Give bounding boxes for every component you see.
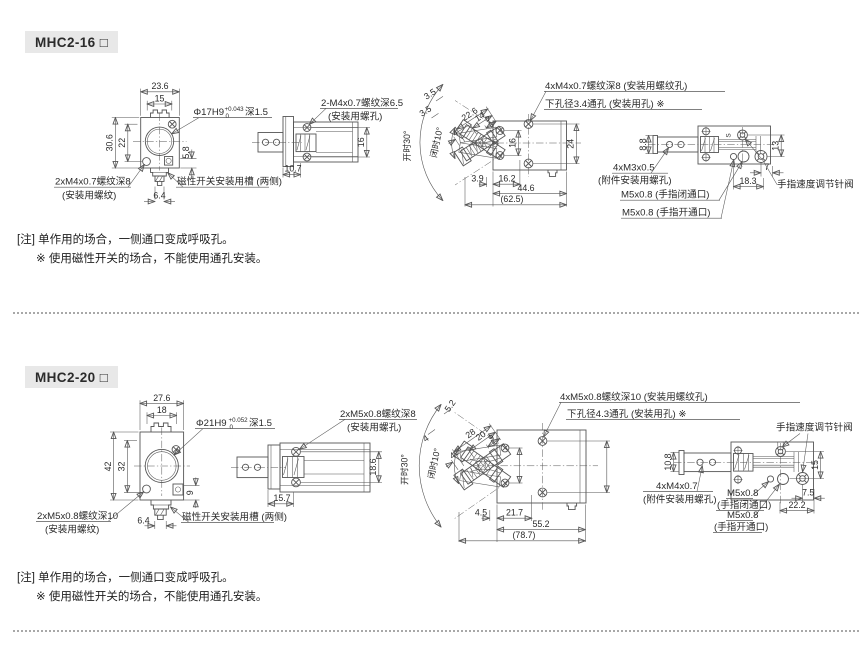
front-view-16: 23.6 15 30.6 22 5.8 6.4 Φ17H9 +0.043 0 深… [54,81,282,201]
bottom-view-16: S 8.8 13 7 18.3 4xM3x0.5 (附件安装用螺孔) M5x0.… [598,125,854,219]
plan-label1-20: 4xM5x0.8螺纹深10 (安装用螺纹孔) [560,391,708,403]
open-port-label-16: M5x0.8 (手指开通口) [622,207,711,219]
bore-tol-up-16: +0.043 [225,106,245,113]
attach-label-20: 4xM4x0.7 [656,481,698,492]
dim-finger-l3-16: 7 [484,114,494,125]
side-thread-label2-16: (安装用螺孔) [328,111,382,123]
s-mark-16: S [726,133,733,138]
bore-label-20: Φ21H9 [196,418,227,429]
close-port-label2-20: (手指闭通口) [717,499,771,511]
dim-front-slot-16: 6.4 [153,191,165,201]
switch-slot-label-20: 磁性开关安装用槽 (两侧) [182,511,287,523]
open-port-label-20: M5x0.8 [727,510,758,521]
dim-finger-w1-20: 5.2 [442,398,457,414]
dim-plan-b2-16: 16.2 [498,173,515,183]
dim-front-innerwidth-20: 18 [157,405,167,415]
separator-top [13,312,859,314]
attach-label2-20: (附件安装用螺孔) [643,494,717,506]
bore-tol-dn-16: 0 [226,113,230,120]
switch-slot-label-16: 磁性开关安装用槽 (两侧) [177,176,282,188]
front-thread-label-16: 2xM4x0.7螺纹深8 [55,176,131,188]
dim-finger-w2-16: 3.5 [418,103,434,118]
dim-plan-b2-20: 21.7 [506,507,523,517]
dim-front-slot-20: 6.4 [137,515,149,525]
dim-bottom-v-20: 15 [810,460,820,470]
plan-label2-20: 下孔径4.3通孔 (安装用孔) ※ [567,408,686,420]
dim-bottom-d1-20: 7.5 [802,487,814,497]
separator-bottom [13,630,859,632]
attach-label-16: 4xM3x0.5 [613,163,655,174]
dim-bottom-v-16: 13 [770,141,780,151]
needle-valve-label-20: 手指速度调节针阀 [776,422,853,434]
dim-plan-b1-20: 4.5 [475,507,487,517]
note2-20: ※ 使用磁性开关的场合，不能使用通孔安装。 [36,591,268,603]
bore-label-16: Φ17H9 [194,107,225,118]
side-thread-label-16: 2-M4x0.7螺纹深6.5 [321,97,403,109]
dim-plan-v2-16: 24 [566,139,576,149]
close-angle-label-20: 闭时10° [425,447,442,480]
note2-16: ※ 使用磁性开关的场合，不能使用通孔安装。 [36,253,268,265]
dim-plan-b4-20: (78.7) [513,530,536,540]
front-thread-label2-20: (安装用螺纹) [45,524,99,536]
dim-finger-l2-16: 14 [473,110,487,124]
dim-front-right-16: 5.8 [181,146,191,158]
dim-finger-w2-20: 4 [421,433,431,444]
dim-front-innerwidth-16: 15 [155,93,165,103]
side-thread-label2-20: (安装用螺孔) [347,422,401,434]
dim-side-bottom-16: 10.7 [284,164,301,174]
model-badge-mhc2-20: MHC2-20 □ [25,366,119,388]
plan-label1-16: 4xM4x0.7螺纹深8 (安装用螺纹孔) [545,80,687,92]
needle-valve-label-16: 手指速度调节针阀 [777,179,854,191]
dim-side-bottom-20: 15.7 [273,493,290,503]
dim-finger-w1-16: 3.5 [422,86,438,101]
dim-side-right-16: 16 [356,137,366,147]
side-thread-label-20: 2xM5x0.8螺纹深8 [340,408,416,420]
dim-side-right-20: 18.6 [368,458,378,475]
dim-finger-l4-20: 4 [447,450,457,461]
dim-finger-l3-20: 9 [486,432,496,443]
side-view-20: 18.6 15.7 2xM5x0.8螺纹深8 (安装用螺孔) [231,408,417,507]
open-angle-label-16: 开时30° [401,131,412,162]
dim-plan-v1-16: 16 [508,138,518,148]
dim-front-width-20: 27.6 [153,393,170,403]
dim-front-innerheight-20: 32 [117,462,127,472]
dim-front-right-20: 9 [185,490,195,495]
dim-bottom-d2-16: 18.3 [739,176,756,186]
plan-view-20: 28 20 9 4 5.2 4 开时30° 闭时10° 4.5 21.7 55.… [399,391,800,542]
front-view-20: 27.6 18 42 32 9 6.4 Φ21H9 +0.052 0 深1.5 … [36,393,287,536]
close-port-label-16: M5x0.8 (手指闭通口) [621,189,710,201]
close-port-label-20: M5x0.8 [727,488,758,499]
bottom-view-20: 10.8 15 7.5 22.2 手指速度调节针阀 4xM4x0.7 (附件安装… [643,422,853,533]
bore-depth-20: 深1.5 [249,418,272,429]
dim-front-height-20: 42 [103,462,113,472]
dim-plan-b3-20: 55.2 [532,519,549,529]
open-angle-label-20: 开时30° [399,454,410,485]
attach-label2-16: (附件安装用螺孔) [598,175,672,187]
dim-plan-b1-16: 3.9 [471,173,483,183]
dim-bottom-h-20: 10.8 [663,453,673,470]
plan-label2-16: 下孔径3.4通孔 (安装用孔) ※ [545,98,664,110]
bore-tol-dn-20: 0 [230,424,234,431]
bore-tol-up-20: +0.052 [229,417,249,424]
front-thread-label-20: 2xM5x0.8螺纹深10 [37,510,118,522]
plan-view-16: 22.6 14 7 4 3.5 3.5 开时30° 闭时10° 16 24 3.… [401,80,725,207]
side-view-16: 16 10.7 2-M4x0.7螺纹深6.5 (安装用螺孔) [252,97,403,178]
dim-front-width-16: 23.6 [151,81,168,91]
bore-depth-16: 深1.5 [245,107,268,118]
front-thread-label2-16: (安装用螺纹) [62,189,116,201]
dim-plan-b3-16: 44.6 [517,183,534,193]
dim-bottom-d2-20: 22.2 [788,500,805,510]
dim-bottom-h-16: 8.8 [638,138,648,150]
dim-front-height-16: 30.6 [105,134,115,151]
model-badge-mhc2-16: MHC2-16 □ [25,31,119,53]
dim-finger-l2-20: 20 [474,429,488,443]
dim-plan-b4-16: (62.5) [501,194,524,204]
note1-16: [注] 单作用的场合，一侧通口变成呼吸孔。 [17,234,234,246]
dim-front-innerheight-16: 22 [117,138,127,148]
note1-20: [注] 单作用的场合，一侧通口变成呼吸孔。 [17,572,234,584]
open-port-label2-20: (手指开通口) [714,521,768,533]
close-angle-label-16: 闭时10° [427,126,444,159]
